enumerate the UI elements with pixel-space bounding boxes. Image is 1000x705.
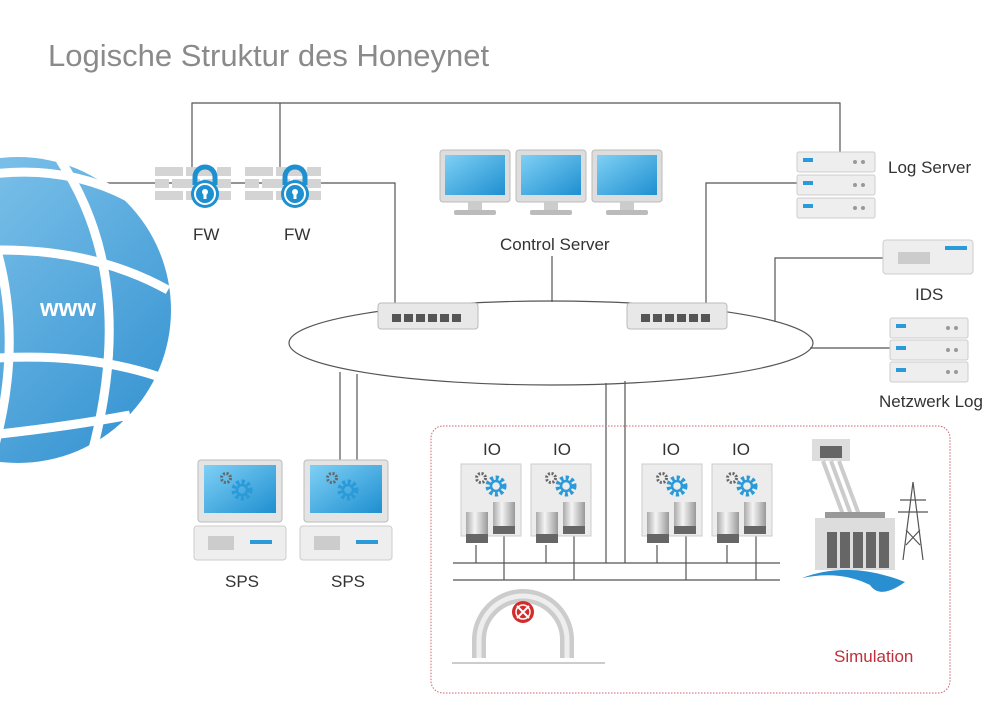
io-module-icon xyxy=(712,464,772,543)
sps-2[interactable]: SPS xyxy=(300,460,392,591)
io-module-icon xyxy=(531,464,591,543)
io-label: IO xyxy=(553,440,571,459)
firewall-2[interactable]: FW xyxy=(245,167,321,244)
page-title: Logische Struktur des Honeynet xyxy=(48,38,490,73)
io-module-icon xyxy=(461,464,521,543)
monitor-icon xyxy=(591,149,663,216)
server-icon xyxy=(889,361,969,383)
firewall-label: FW xyxy=(193,225,219,244)
io-module-icon xyxy=(642,464,702,543)
simulation-label: Simulation xyxy=(834,647,913,666)
power-plant-icon xyxy=(802,439,905,592)
ids[interactable]: IDS xyxy=(882,239,974,304)
io-module-3[interactable]: IO xyxy=(642,440,702,543)
monitor-icon xyxy=(515,149,587,216)
plc-computer-icon xyxy=(300,460,392,560)
io-module-4[interactable]: IO xyxy=(712,440,772,543)
simulation-area xyxy=(430,425,951,694)
log-server[interactable]: Log Server xyxy=(796,151,971,219)
log-server-label: Log Server xyxy=(888,158,971,177)
netzwerk-log-label: Netzwerk Log xyxy=(879,392,983,411)
network-ring xyxy=(288,300,814,386)
io-module-1[interactable]: IO xyxy=(461,440,521,543)
firewall-1[interactable]: FW xyxy=(155,167,231,244)
power-pylon-icon xyxy=(898,481,928,561)
control-server-label: Control Server xyxy=(500,235,610,254)
pipe-valve-icon xyxy=(452,589,605,664)
ids-label: IDS xyxy=(915,285,943,304)
firewall-lock-icon xyxy=(155,167,231,208)
io-label: IO xyxy=(662,440,680,459)
server-icon xyxy=(889,339,969,361)
netzwerk-log[interactable]: Netzwerk Log xyxy=(879,317,983,411)
globe-label: www xyxy=(39,295,96,322)
io-module-2[interactable]: IO xyxy=(531,440,591,543)
firewall-lock-icon xyxy=(245,167,321,208)
globe-icon: www xyxy=(0,157,171,463)
network-switch-icon[interactable] xyxy=(626,302,728,330)
io-label: IO xyxy=(483,440,501,459)
control-server[interactable]: Control Server xyxy=(439,149,663,254)
server-icon xyxy=(889,317,969,339)
io-bus xyxy=(453,536,780,581)
sps-1[interactable]: SPS xyxy=(194,460,286,591)
server-icon xyxy=(796,151,876,173)
io-label: IO xyxy=(732,440,750,459)
server-icon xyxy=(796,197,876,219)
firewall-label: FW xyxy=(284,225,310,244)
monitor-icon xyxy=(439,149,511,216)
network-switch-icon[interactable] xyxy=(377,302,479,330)
server-icon xyxy=(796,174,876,196)
sps-label: SPS xyxy=(225,572,259,591)
plc-computer-icon xyxy=(194,460,286,560)
sps-label: SPS xyxy=(331,572,365,591)
